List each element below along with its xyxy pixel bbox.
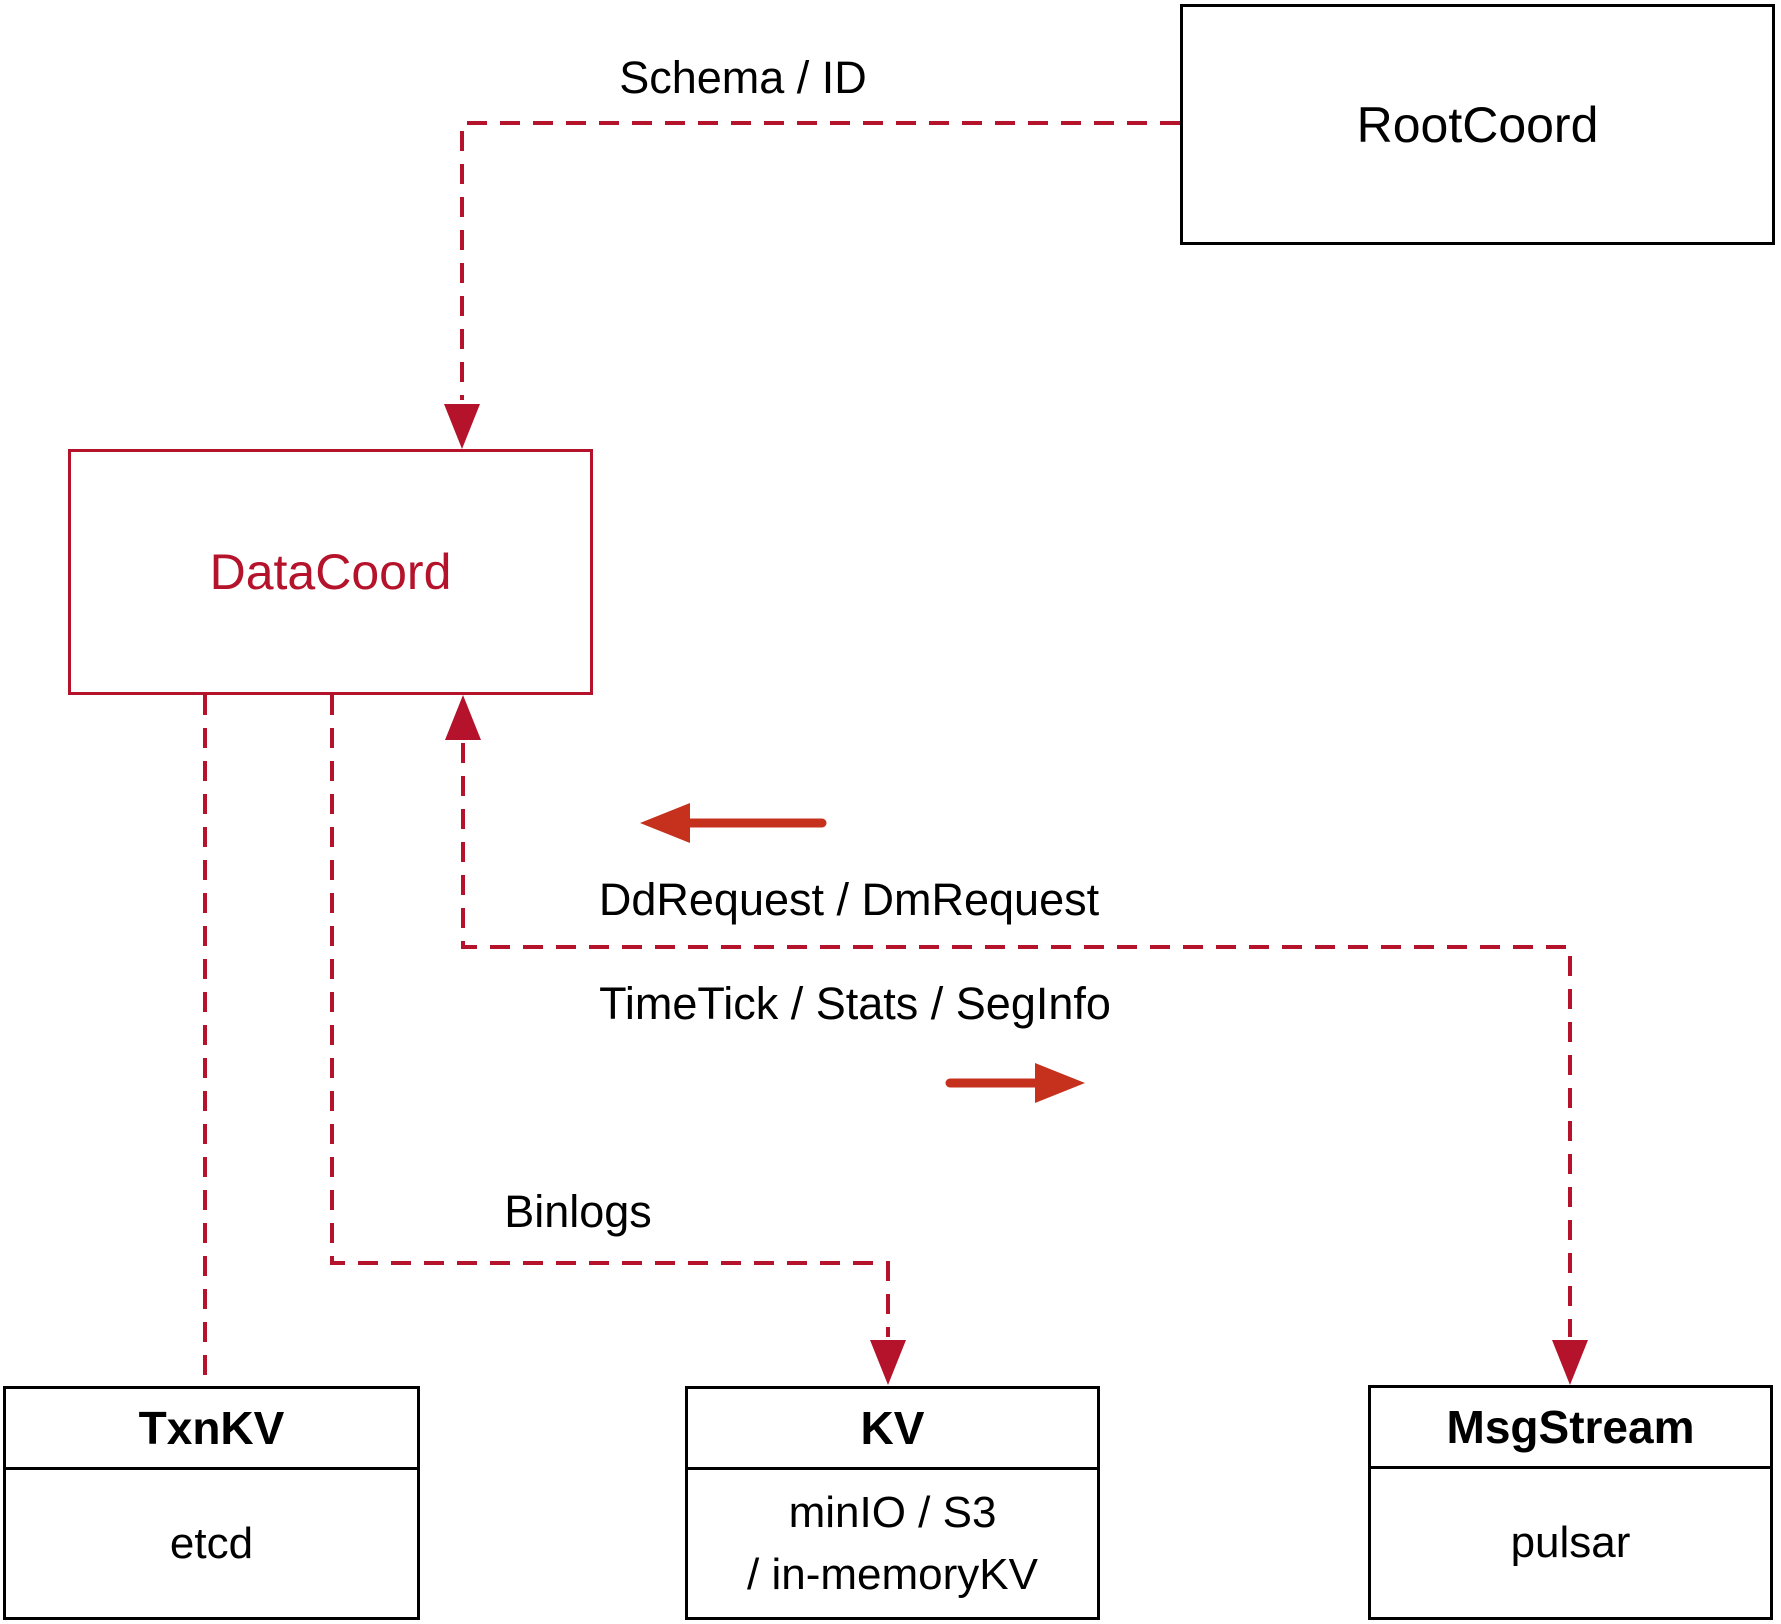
node-kv-impl-line2: / in-memoryKV [747,1549,1038,1599]
node-txnkv-title: TxnKV [6,1389,417,1470]
node-kv: KV minIO / S3 / in-memoryKV [685,1386,1100,1620]
node-msgstream: MsgStream pulsar [1368,1385,1773,1620]
left-direction-arrow-icon [640,803,827,843]
kv-down-arrowhead-icon [870,1340,906,1385]
request-channel-connector [461,743,1572,1337]
node-msgstream-title: MsgStream [1371,1388,1770,1469]
edge-label-ddrequest-dmrequest: DdRequest / DmRequest [598,874,1100,925]
node-kv-impl-line1: minIO / S3 [788,1487,997,1537]
schema-id-connector [460,121,1180,400]
edge-label-timetick-stats-seginfo: TimeTick / Stats / SegInfo [599,978,1111,1029]
datacoord-up-arrowhead-icon [445,695,481,740]
binlogs-connector [330,695,890,1337]
node-rootcoord: RootCoord [1180,4,1775,245]
msgstream-down-arrowhead-icon [1552,1340,1588,1385]
node-msgstream-impl: pulsar [1510,1518,1631,1568]
node-kv-title: KV [688,1389,1097,1470]
edge-label-binlogs: Binlogs [504,1186,652,1237]
edge-label-schema-id: Schema / ID [619,52,867,103]
node-rootcoord-label: RootCoord [1356,96,1599,153]
right-direction-arrow-icon [945,1063,1085,1103]
schema-id-arrowhead-icon [444,404,480,449]
node-txnkv-impl: etcd [169,1518,254,1568]
node-datacoord: DataCoord [68,449,593,695]
node-datacoord-label: DataCoord [209,544,452,600]
node-txnkv: TxnKV etcd [3,1386,420,1620]
